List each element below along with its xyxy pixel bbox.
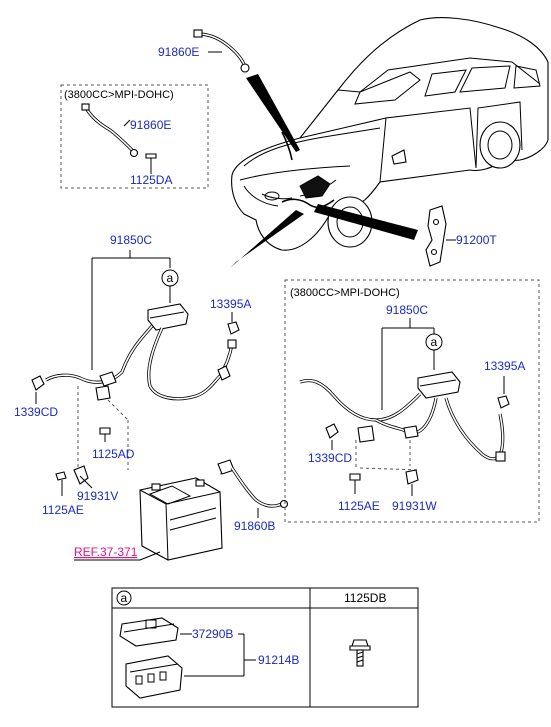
label-1125da: 1125DA <box>130 173 172 187</box>
label-13395a-right: 13395A <box>484 359 525 373</box>
label-37290b: 37290B <box>192 627 233 641</box>
variant-box-right: (3800CC>MPI-DOHC) 91850C a 13395A 1339CD <box>284 279 540 523</box>
label-1125ad: 1125AD <box>92 447 135 461</box>
parts-table: a 1125DB 37290B 91214B <box>111 587 419 708</box>
variant-note-top: (3800CC>MPI-DOHC) <box>64 89 174 101</box>
relay-cover-37290b <box>119 617 179 647</box>
cable-91860b <box>217 459 289 509</box>
nut-13395a-left <box>227 321 240 335</box>
svg-text:a: a <box>121 591 128 605</box>
label-91931v: 91931V <box>77 489 118 503</box>
label-91931w: 91931W <box>392 499 437 513</box>
variant-note-right: (3800CC>MPI-DOHC) <box>290 287 400 299</box>
label-13395a-left: 13395A <box>210 297 251 311</box>
label-91860b: 91860B <box>234 519 275 533</box>
label-91860e-top: 91860E <box>158 45 199 59</box>
svg-text:a: a <box>167 271 174 285</box>
label-91860e-box: 91860E <box>130 118 171 132</box>
vehicle-illustration <box>230 17 549 268</box>
table-marker-a <box>116 590 132 606</box>
label-91850c-left: 91850C <box>110 233 152 247</box>
label-1339cd-right: 1339CD <box>308 451 352 465</box>
label-1339cd-left: 1339CD <box>14 405 58 419</box>
bolt-1125ad <box>99 427 111 442</box>
bracket-91200t <box>425 205 456 267</box>
label-1125ae-left: 1125AE <box>42 503 84 517</box>
battery <box>139 477 223 561</box>
label-91200t: 91200T <box>456 233 497 247</box>
wiring-harness-left: 91850C a <box>31 233 237 401</box>
svg-text:a: a <box>431 335 438 349</box>
cable-91860e-top <box>193 29 250 73</box>
table-header-1125db: 1125DB <box>344 591 386 605</box>
bracket-91931v <box>73 465 93 489</box>
bolt-1125ae-left <box>55 471 67 496</box>
reference-link[interactable]: REF.37-371 <box>74 545 138 559</box>
bolt-1125db <box>349 639 371 667</box>
variant-box-top: (3800CC>MPI-DOHC) 91860E 1125DA <box>60 84 209 189</box>
label-1125ae-right: 1125AE <box>338 499 380 513</box>
label-91850c-right: 91850C <box>386 303 428 317</box>
terminal-connector <box>193 29 203 38</box>
label-91214b: 91214B <box>258 653 299 667</box>
